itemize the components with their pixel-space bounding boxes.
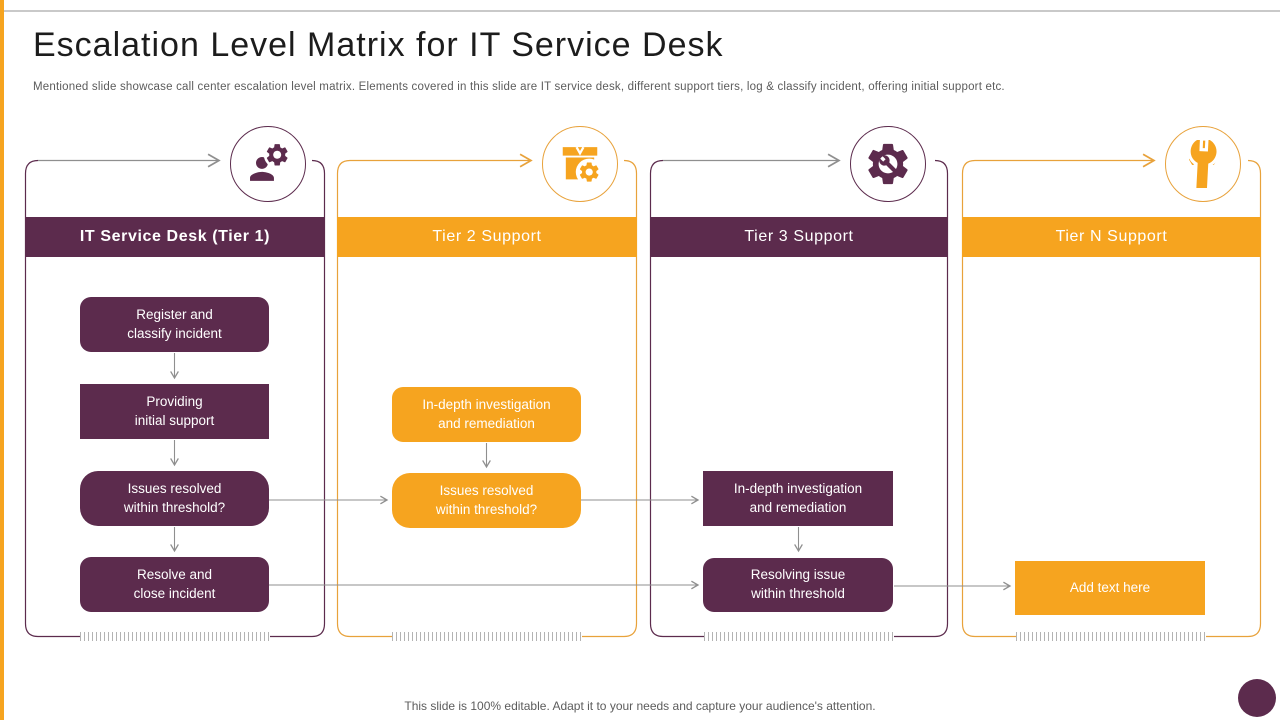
tier1-icon-circle: [230, 126, 306, 202]
tier2-box-investigation: In-depth investigation and remediation: [392, 387, 581, 442]
tier3-box-investigation: In-depth investigation and remediation: [703, 471, 893, 526]
tier1-dash-decoration: [80, 632, 270, 641]
tierN-icon-circle: [1165, 126, 1241, 202]
footer-note: This slide is 100% editable. Adapt it to…: [404, 699, 876, 713]
page-subtitle: Mentioned slide showcase call center esc…: [33, 81, 1005, 93]
tier1-box-initial-support: Providing initial support: [80, 384, 269, 439]
tierN-header: Tier N Support: [962, 217, 1261, 257]
tierN-box-add-text: Add text here: [1015, 561, 1205, 615]
tier2-icon-circle: [542, 126, 618, 202]
tier2-dash-decoration: [392, 632, 582, 641]
tier2-header: Tier 2 Support: [337, 217, 637, 257]
tier3-header: Tier 3 Support: [650, 217, 948, 257]
tier1-box-issues-resolved: Issues resolved within threshold?: [80, 471, 269, 526]
package-gear-icon: [562, 146, 603, 186]
tier3-box-resolving-issue: Resolving issue within threshold: [703, 558, 893, 612]
top-divider: [0, 10, 1280, 12]
tier1-box-register-classify: Register and classify incident: [80, 297, 269, 352]
user-gear-icon: [250, 141, 291, 181]
left-accent-bar: [0, 0, 4, 720]
tier3-dash-decoration: [704, 632, 894, 641]
gear-wrench-icon: [868, 143, 908, 185]
tier3-icon-circle: [850, 126, 926, 202]
corner-dot-decoration: [1238, 679, 1276, 717]
tierN-dash-decoration: [1016, 632, 1206, 641]
page-title: Escalation Level Matrix for IT Service D…: [33, 26, 724, 64]
tier1-box-resolve-close: Resolve and close incident: [80, 557, 269, 612]
tier1-header: IT Service Desk (Tier 1): [25, 217, 325, 257]
wrench-gear-icon: [1179, 140, 1227, 188]
tier2-box-issues-resolved: Issues resolved within threshold?: [392, 473, 581, 528]
